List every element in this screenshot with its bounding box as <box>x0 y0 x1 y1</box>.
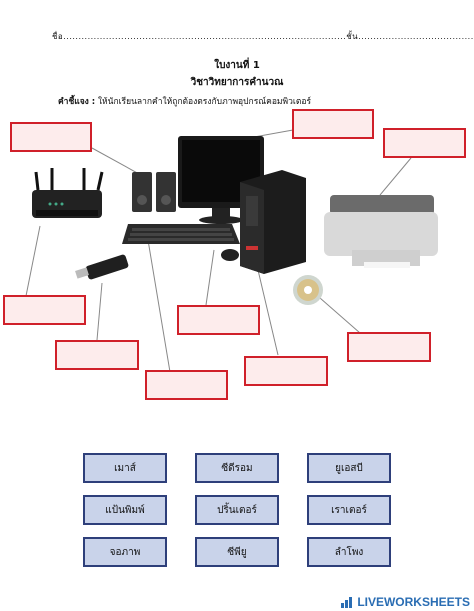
word-tile-speaker[interactable]: ลำโพง <box>307 537 391 567</box>
drop-box-5[interactable] <box>177 305 260 335</box>
drop-box-7[interactable] <box>347 332 431 362</box>
worksheet-title: ใบงานที่ 1 <box>214 60 260 71</box>
drop-box-1[interactable] <box>10 122 92 152</box>
drop-box-8[interactable] <box>244 356 328 386</box>
speaker-image <box>132 172 176 212</box>
instruction: คำชี้แจง : ให้นักเรียนลากคำให้ถูกต้องตรง… <box>58 94 311 108</box>
word-tile-mouse[interactable]: เมาส์ <box>83 453 167 483</box>
word-tile-router[interactable]: เราเตอร์ <box>307 495 391 525</box>
word-tile-printer[interactable]: ปริ้นเตอร์ <box>195 495 279 525</box>
drop-box-3[interactable] <box>383 128 466 158</box>
word-tile-usb[interactable]: ยูเอสบี <box>307 453 391 483</box>
instruction-text: ให้นักเรียนลากคำให้ถูกต้องตรงกับภาพอุปกร… <box>95 97 312 107</box>
drop-box-6[interactable] <box>55 340 139 370</box>
logo-text: LIVEWORKSHEETS <box>357 595 470 609</box>
word-tile-keyboard[interactable]: แป้นพิมพ์ <box>83 495 167 525</box>
connector-lines <box>25 129 412 373</box>
word-tile-monitor[interactable]: จอภาพ <box>83 537 167 567</box>
drop-box-9[interactable] <box>145 370 228 400</box>
mouse-image <box>221 249 239 261</box>
cd-disc-image <box>293 275 323 305</box>
keyboard-image <box>122 224 240 244</box>
printer-image <box>324 195 438 268</box>
usb-drive-image <box>75 254 129 280</box>
instruction-label: คำชี้แจง : <box>58 97 96 107</box>
router-image <box>32 168 104 218</box>
liveworksheets-logo: LIVEWORKSHEETS <box>341 595 470 609</box>
device-illustration-area <box>25 129 438 373</box>
name-class-line: ชื่อ....................................… <box>52 32 474 41</box>
drop-box-2[interactable] <box>292 109 374 139</box>
logo-icon <box>341 596 355 608</box>
word-tile-cpu[interactable]: ซีพียู <box>195 537 279 567</box>
cpu-tower-image <box>240 170 306 274</box>
drop-box-4[interactable] <box>3 295 86 325</box>
worksheet-subtitle: วิชาวิทยาการคำนวณ <box>190 77 284 88</box>
word-tile-cdrom[interactable]: ซีดีรอม <box>195 453 279 483</box>
